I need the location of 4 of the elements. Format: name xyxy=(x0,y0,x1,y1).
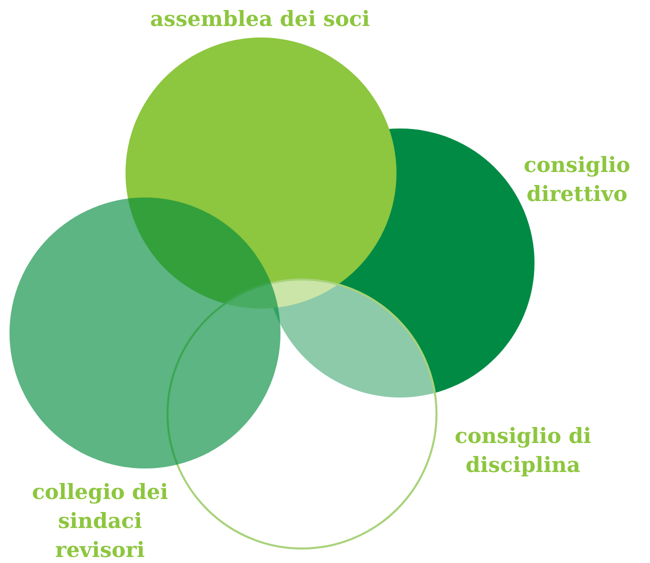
circle-label: assemblea dei soci xyxy=(149,5,371,33)
circle-label: consiglio di disciplina xyxy=(454,422,592,479)
circle-label: collegio dei sindaci revisori xyxy=(30,478,170,563)
circle-label: consiglio direttivo xyxy=(522,151,632,208)
